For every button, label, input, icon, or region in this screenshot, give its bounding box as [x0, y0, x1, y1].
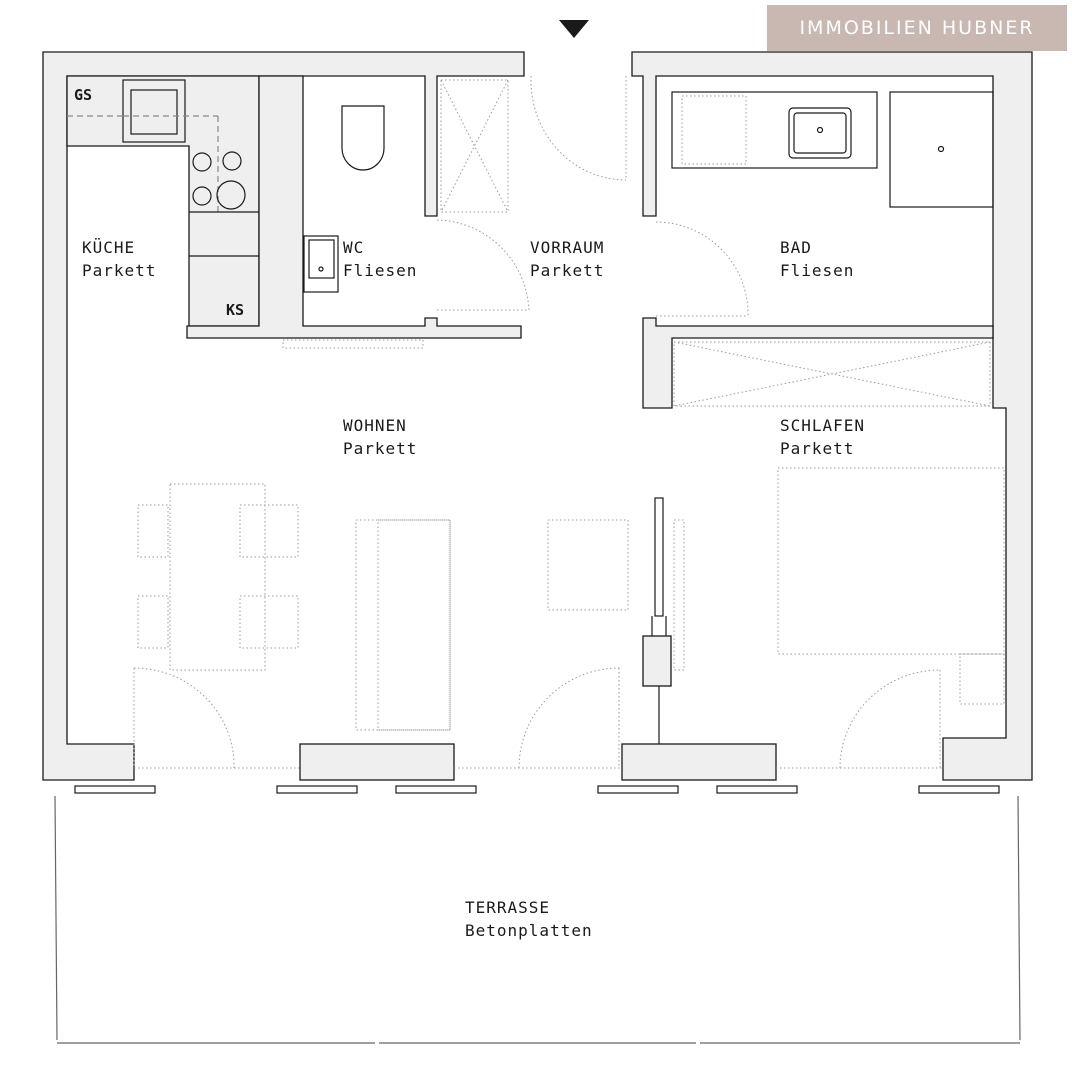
hob-1 — [192, 152, 212, 172]
wc-basin — [303, 235, 339, 293]
bath-sink — [788, 107, 852, 159]
room-bad-floor: Fliesen — [780, 261, 855, 280]
terrace-outline — [54, 795, 1021, 1044]
oven-inner — [130, 89, 178, 135]
label-gs: GS — [74, 86, 93, 104]
room-kueche-name: KÜCHE — [82, 238, 136, 257]
hob-4 — [216, 180, 246, 210]
kitchen-counter — [66, 75, 260, 327]
room-terrasse-name: TERRASSE — [465, 898, 551, 917]
brand-text: IMMOBILIEN HUBNER — [799, 17, 1035, 39]
entrance-arrow-icon — [559, 20, 589, 38]
room-wohnen-name: WOHNEN — [343, 416, 407, 435]
hob-3 — [192, 186, 212, 206]
pillar-1 — [299, 743, 455, 781]
brand-logo: IMMOBILIEN HUBNER — [767, 5, 1067, 51]
room-terrasse: TERRASSE Betonplatten — [465, 896, 593, 942]
partition-wall — [642, 635, 672, 687]
wall-wc-left — [186, 75, 522, 339]
plan-details — [54, 79, 1021, 1044]
bath-counter — [671, 91, 878, 169]
toilet — [341, 105, 385, 171]
room-vorraum-name: VORRAUM — [530, 238, 605, 257]
shower — [889, 91, 994, 208]
bed — [777, 467, 1005, 655]
room-schlafen-name: SCHLAFEN — [780, 416, 866, 435]
pillar-2 — [621, 743, 777, 781]
room-bad-name: BAD — [780, 238, 812, 257]
room-wc: WC Fliesen — [343, 236, 417, 282]
wall-top-left — [42, 51, 525, 781]
room-wc-floor: Fliesen — [343, 261, 418, 280]
room-kueche-floor: Parkett — [82, 261, 157, 280]
oven-outer — [122, 79, 186, 143]
room-wc-name: WC — [343, 238, 365, 257]
furniture-dotted — [133, 75, 1005, 769]
walls — [42, 51, 1033, 781]
dining-table — [169, 483, 266, 671]
room-terrasse-floor: Betonplatten — [465, 921, 593, 940]
tv-stand — [547, 519, 629, 611]
room-kueche: KÜCHE Parkett — [82, 236, 156, 282]
room-schlafen: SCHLAFEN Parkett — [780, 414, 865, 460]
wall-bad-bottom — [642, 317, 994, 409]
wall-top-right — [631, 51, 1033, 781]
room-wohnen-floor: Parkett — [343, 439, 418, 458]
label-ks: KS — [226, 301, 245, 319]
room-vorraum-floor: Parkett — [530, 261, 605, 280]
sofa — [355, 519, 451, 731]
windows — [74, 785, 1000, 794]
room-bad: BAD Fliesen — [780, 236, 854, 282]
room-schlafen-floor: Parkett — [780, 439, 855, 458]
room-vorraum: VORRAUM Parkett — [530, 236, 604, 282]
hob-2 — [222, 151, 242, 171]
room-wohnen: WOHNEN Parkett — [343, 414, 417, 460]
